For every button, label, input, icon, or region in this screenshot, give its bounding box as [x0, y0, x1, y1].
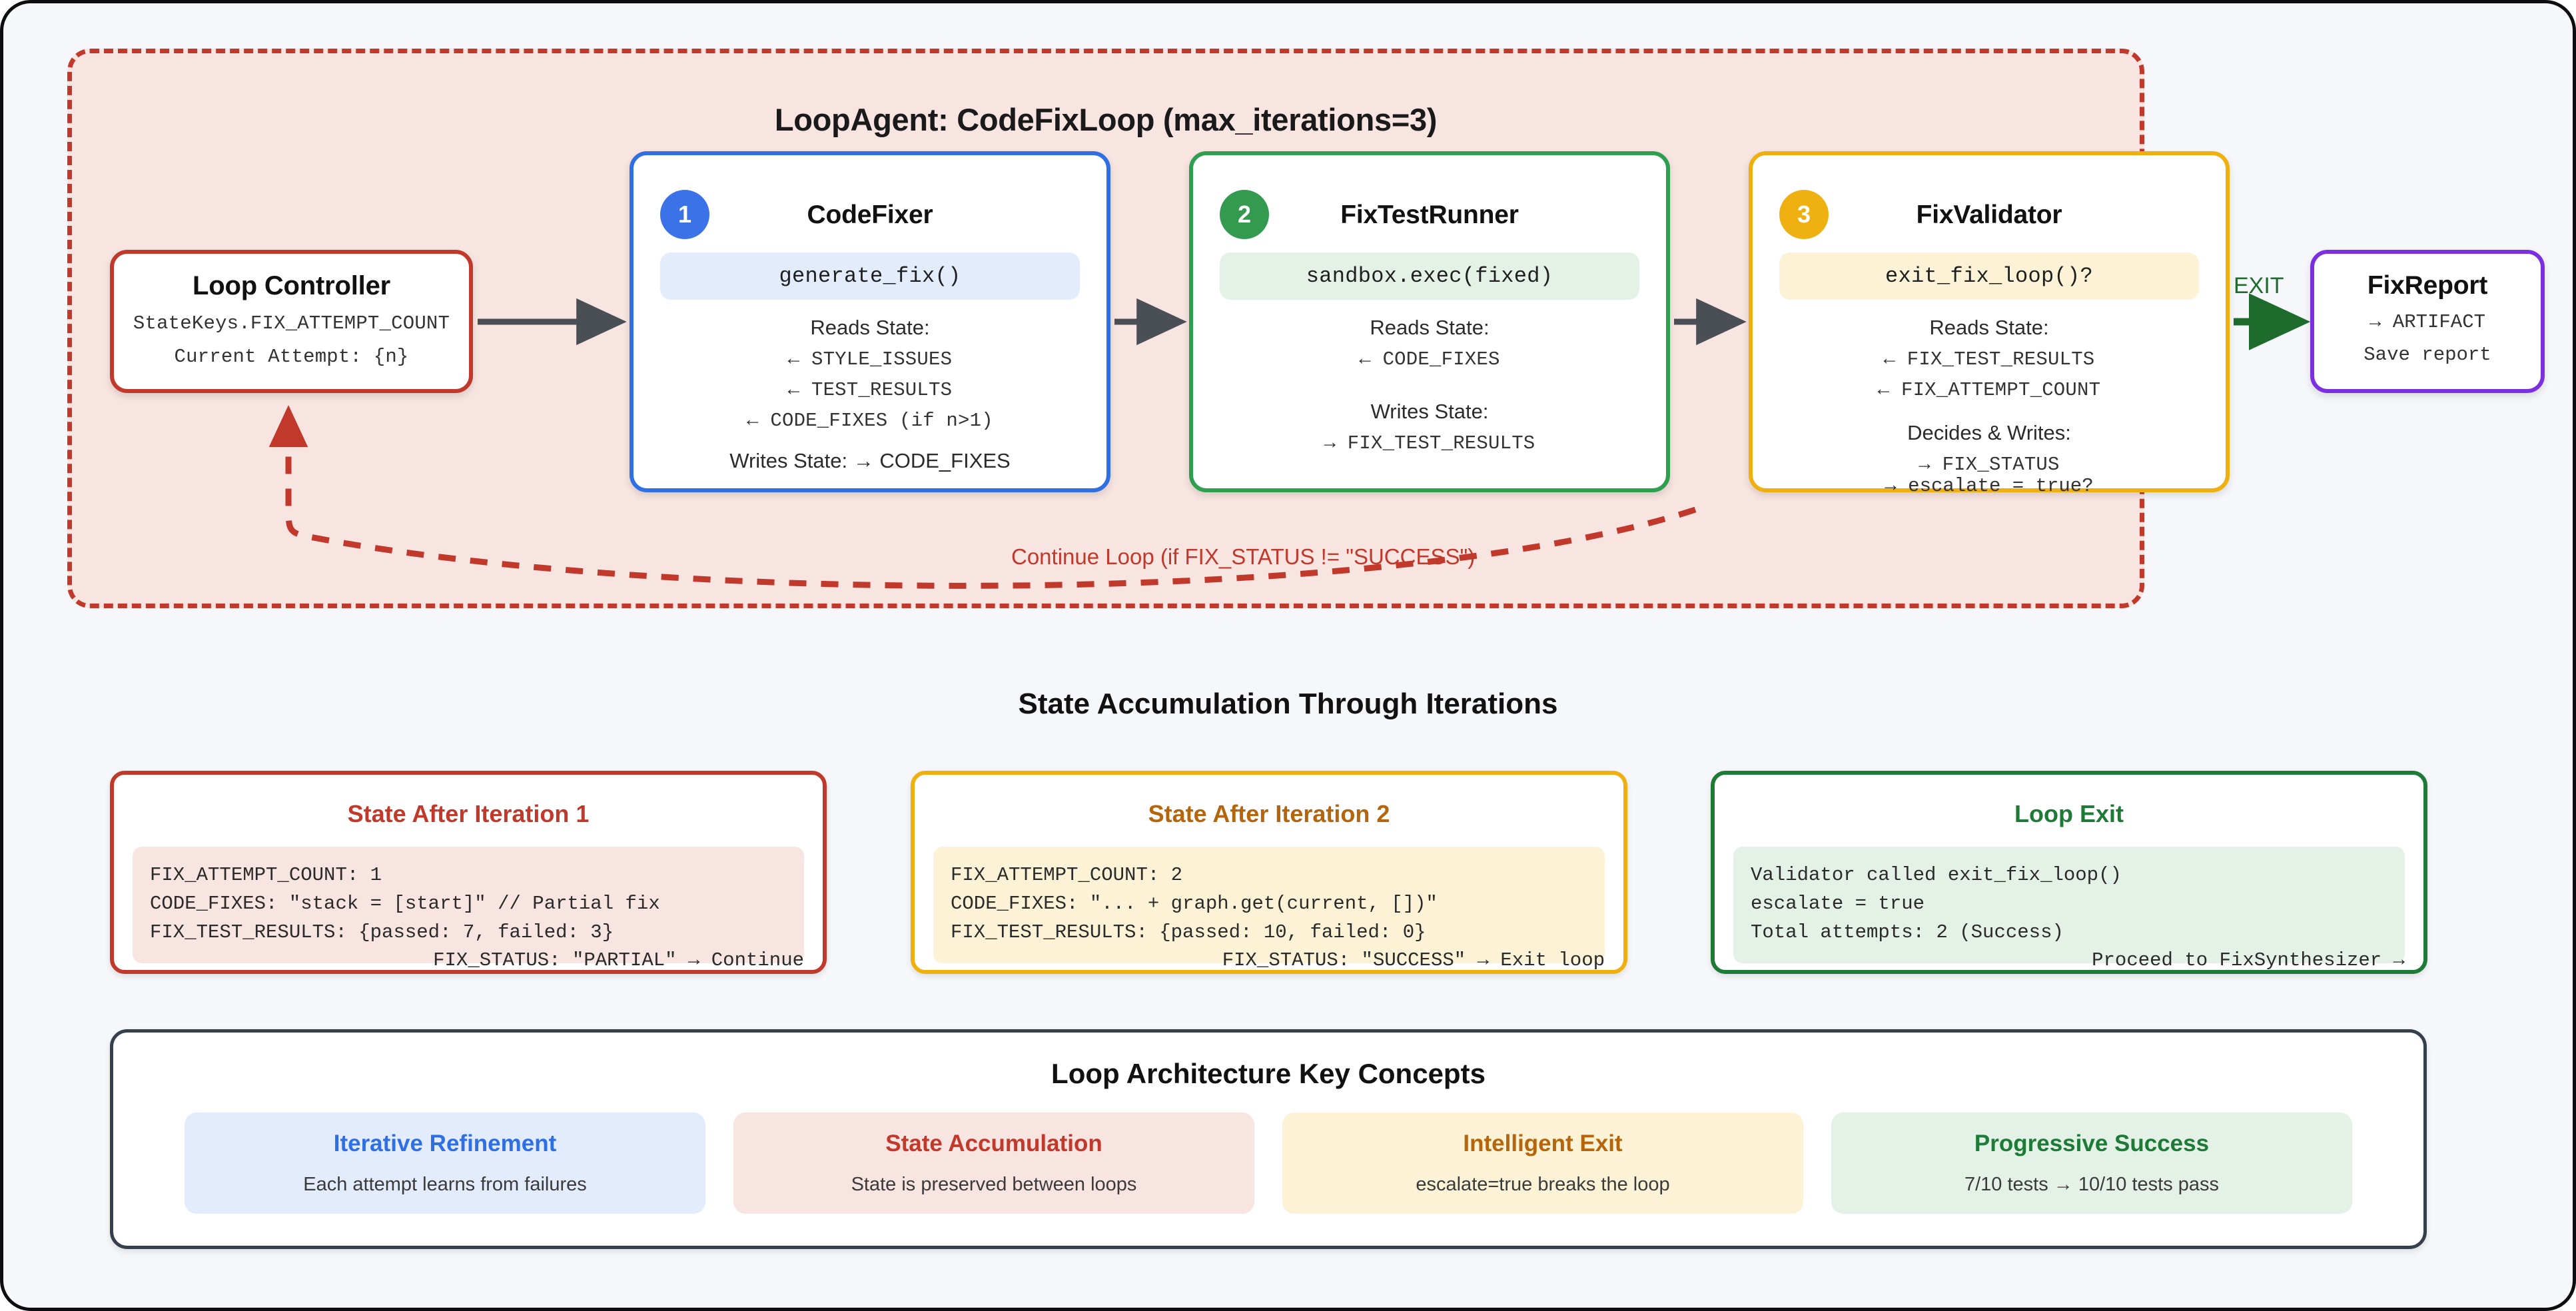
writes-state-item-fix-test-results: → FIX_TEST_RESULTS [1324, 432, 1535, 454]
state-line: CODE_FIXES: "... + graph.get(current, []… [951, 892, 1438, 915]
key-concept-title: Intelligent Exit [1463, 1130, 1623, 1156]
state-card-iteration-1[interactable]: State After Iteration 1 FIX_ATTEMPT_COUN… [110, 771, 827, 974]
stage-call-codefixer: generate_fix() [660, 252, 1080, 300]
state-section-heading: State Accumulation Through Iterations [1018, 687, 1558, 720]
writes-state-label-codefixer: Writes State: → CODE_FIXES [729, 449, 1011, 472]
key-concept-desc: escalate=true breaks the loop [1416, 1174, 1670, 1195]
state-line: FIX_ATTEMPT_COUNT: 1 [150, 864, 382, 886]
exit-label: EXIT [2234, 273, 2284, 298]
fix-report-save: Save report [2363, 344, 2491, 366]
loop-controller-statekey: StateKeys.FIX_ATTEMPT_COUNT [133, 312, 450, 334]
key-concepts-row: Iterative Refinement Each attempt learns… [113, 1112, 2423, 1214]
stage-node-fixtestrunner[interactable]: 2 FixTestRunner sandbox.exec(fixed) Read… [1189, 151, 1670, 492]
writes-state-label-fixtestrunner: Writes State: [1370, 400, 1489, 423]
stage-title-codefixer: CodeFixer [807, 201, 933, 229]
reads-state-item-test-results: ← TEST_RESULTS [787, 379, 953, 401]
state-card-footer-3: Proceed to FixSynthesizer → [2092, 949, 2405, 971]
key-concepts-heading: Loop Architecture Key Concepts [1051, 1058, 1486, 1089]
state-line: CODE_FIXES: "stack = [start]" // Partial… [150, 892, 660, 915]
decides-writes-label-fixvalidator: Decides & Writes: [1907, 421, 2071, 444]
state-card-footer-2: FIX_STATUS: "SUCCESS" → Exit loop [1222, 949, 1605, 971]
writes-state-item-escalate: → escalate = true? [1885, 475, 2094, 497]
state-line: FIX_TEST_RESULTS: {passed: 7, failed: 3} [150, 921, 614, 943]
state-card-title-3: Loop Exit [2014, 800, 2124, 827]
state-card-iteration-2[interactable]: State After Iteration 2 FIX_ATTEMPT_COUN… [911, 771, 1627, 974]
stage-number-badge-3: 3 [1779, 190, 1829, 239]
state-card-body-3: Validator called exit_fix_loop() escalat… [1733, 847, 2405, 971]
key-concept-card-state-accumulation[interactable]: State Accumulation State is preserved be… [733, 1112, 1254, 1214]
state-card-title-2: State After Iteration 2 [1148, 800, 1390, 827]
state-card-title-1: State After Iteration 1 [347, 800, 590, 827]
fix-report-node[interactable]: FixReport → ARTIFACT Save report [2310, 250, 2545, 393]
state-card-body-2: FIX_ATTEMPT_COUNT: 2 CODE_FIXES: "... + … [933, 847, 1605, 971]
key-concept-desc: State is preserved between loops [851, 1174, 1137, 1195]
state-line: Validator called exit_fix_loop() [1751, 864, 2122, 886]
reads-state-label-fixvalidator: Reads State: [1929, 316, 2049, 339]
fix-report-title: FixReport [2367, 271, 2488, 300]
stage-title-fixvalidator: FixValidator [1916, 201, 2062, 229]
reads-state-item-style-issues: ← STYLE_ISSUES [787, 348, 953, 370]
reads-state-item-fix-test-results: ← FIX_TEST_RESULTS [1883, 348, 2095, 370]
key-concepts-panel: Loop Architecture Key Concepts Iterative… [110, 1029, 2427, 1249]
state-card-loop-exit[interactable]: Loop Exit Validator called exit_fix_loop… [1711, 771, 2427, 974]
stage-number-badge-2: 2 [1220, 190, 1269, 239]
stage-call-fixtestrunner: sandbox.exec(fixed) [1220, 252, 1639, 300]
reads-state-item-code-fixes: ← CODE_FIXES (if n>1) [747, 410, 993, 432]
stage-node-codefixer[interactable]: 1 CodeFixer generate_fix() Reads State: … [630, 151, 1110, 492]
stage-title-fixtestrunner: FixTestRunner [1340, 201, 1519, 229]
key-concept-title: Progressive Success [1974, 1130, 2210, 1156]
key-concept-card-progressive-success[interactable]: Progressive Success 7/10 tests → 10/10 t… [1831, 1112, 2352, 1214]
loop-controller-title: Loop Controller [193, 271, 390, 300]
loop-agent-title: LoopAgent: CodeFixLoop (max_iterations=3… [774, 102, 1438, 137]
reads-state-label-fixtestrunner: Reads State: [1370, 316, 1490, 339]
state-line: Total attempts: 2 (Success) [1751, 921, 2064, 943]
writes-state-item-fix-status: → FIX_STATUS [1919, 454, 2060, 476]
key-concept-title: State Accumulation [885, 1130, 1102, 1156]
reads-state-item-code-fixes-2: ← CODE_FIXES [1359, 348, 1500, 370]
key-concept-desc: Each attempt learns from failures [303, 1174, 587, 1195]
key-concept-title: Iterative Refinement [333, 1130, 557, 1156]
loop-controller-node[interactable]: Loop Controller StateKeys.FIX_ATTEMPT_CO… [110, 250, 473, 393]
fix-report-artifact: → ARTIFACT [2369, 311, 2486, 333]
state-card-footer-1: FIX_STATUS: "PARTIAL" → Continue [433, 949, 804, 971]
stage-call-fixvalidator: exit_fix_loop()? [1779, 252, 2199, 300]
state-line: FIX_TEST_RESULTS: {passed: 10, failed: 0… [951, 921, 1426, 943]
state-card-body-1: FIX_ATTEMPT_COUNT: 1 CODE_FIXES: "stack … [133, 847, 804, 971]
stage-number-badge-1: 1 [660, 190, 709, 239]
key-concept-card-iterative-refinement[interactable]: Iterative Refinement Each attempt learns… [185, 1112, 705, 1214]
reads-state-label-codefixer: Reads State: [810, 316, 930, 339]
key-concept-card-intelligent-exit[interactable]: Intelligent Exit escalate=true breaks th… [1282, 1112, 1803, 1214]
reads-state-item-fix-attempt-count: ← FIX_ATTEMPT_COUNT [1877, 379, 2101, 401]
loop-controller-attempt: Current Attempt: {n} [174, 346, 409, 368]
state-line: escalate = true [1751, 892, 1925, 915]
key-concept-desc: 7/10 tests → 10/10 tests pass [1964, 1174, 2220, 1195]
stage-node-fixvalidator[interactable]: 3 FixValidator exit_fix_loop()? Reads St… [1749, 151, 2230, 497]
state-line: FIX_ATTEMPT_COUNT: 2 [951, 864, 1183, 886]
continue-loop-label: Continue Loop (if FIX_STATUS != "SUCCESS… [1011, 544, 1476, 569]
